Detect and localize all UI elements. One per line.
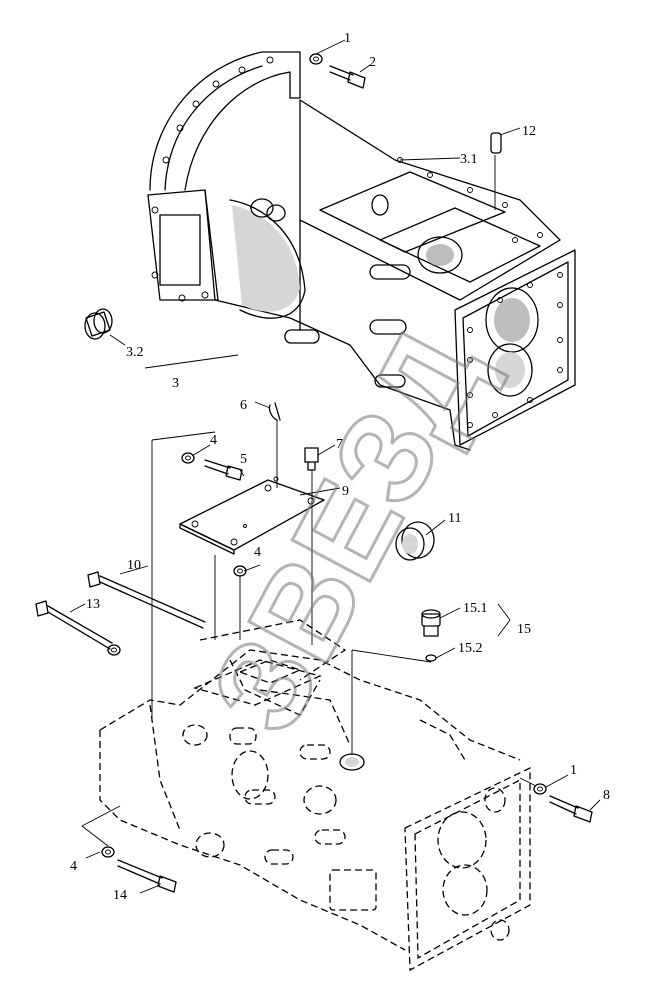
label-2: 2 — [369, 55, 376, 70]
label-1-upper: 1 — [344, 31, 351, 46]
flange-bolt-holes — [162, 56, 274, 164]
dowel-pin-12 — [490, 132, 502, 154]
bolt-13 — [35, 600, 113, 650]
bolt-8 — [549, 795, 593, 823]
label-3-1: 3.1 — [460, 152, 478, 167]
cover-plate-9 — [179, 476, 325, 555]
label-13: 13 — [86, 597, 100, 612]
label-7: 7 — [336, 437, 343, 452]
bolt-10 — [87, 571, 206, 629]
seal-ring-15-2 — [425, 654, 437, 662]
label-1-lower: 1 — [570, 763, 577, 778]
label-4-lower: 4 — [70, 859, 77, 874]
label-4-mid: 4 — [254, 545, 261, 560]
label-6: 6 — [240, 398, 247, 413]
label-15-1: 15.1 — [463, 601, 488, 616]
bolt-14 — [117, 859, 177, 893]
label-12: 12 — [522, 124, 536, 139]
washer-4-lower — [101, 846, 115, 858]
label-5: 5 — [240, 452, 247, 467]
washer-13 — [107, 644, 121, 656]
label-10: 10 — [127, 558, 141, 573]
label-4-top: 4 — [210, 433, 217, 448]
washer-1-upper — [309, 53, 323, 65]
washer-1-lower — [533, 783, 547, 795]
label-9: 9 — [342, 484, 349, 499]
part-labels: 1 2 12 3.1 3.2 3 6 4 5 7 9 11 4 10 13 15… — [70, 31, 610, 903]
label-14: 14 — [113, 888, 127, 903]
watermark: ЗВЕЗД — [182, 307, 513, 756]
bushing-3-2 — [84, 308, 113, 340]
washer-4-top — [181, 452, 195, 464]
watermark-text: ЗВЕЗД — [183, 308, 511, 754]
label-11: 11 — [448, 511, 461, 526]
label-15-2: 15.2 — [458, 641, 483, 656]
bolt-5 — [204, 459, 243, 481]
end-face-bolt-holes — [467, 272, 563, 428]
gearbox-housing-lower — [99, 619, 531, 972]
label-15: 15 — [517, 622, 531, 637]
oil-seal-11 — [395, 521, 435, 561]
gearbox-housing-upper — [147, 51, 576, 451]
label-8: 8 — [603, 788, 610, 803]
bolt-2 — [329, 65, 366, 89]
breather-7 — [304, 447, 319, 471]
cotter-pin-6 — [268, 402, 281, 421]
drain-plug-15-1 — [421, 609, 441, 637]
label-3: 3 — [172, 376, 179, 391]
label-3-2: 3.2 — [126, 345, 144, 360]
leader-lines — [69, 39, 601, 894]
